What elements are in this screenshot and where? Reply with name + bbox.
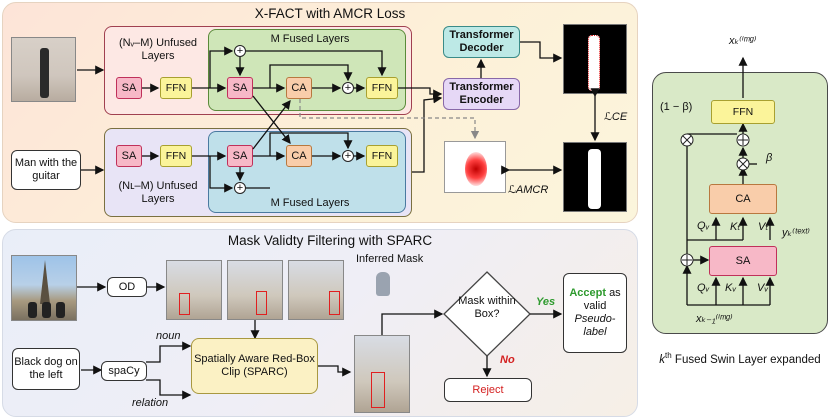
dog-1 [28, 302, 37, 318]
input-image-man [11, 37, 76, 102]
candidate-image-2 [227, 260, 283, 320]
text-unfused-label: (Nʟ–M) Unfused Layers [118, 180, 198, 205]
text-fused-group [208, 131, 406, 213]
person-silhouette [40, 48, 49, 98]
swin-ca: CA [709, 184, 777, 214]
caption-th: th [665, 351, 672, 360]
kv-label: Kᵥ [725, 282, 737, 294]
sparc-box: Spatially Aware Red-Box Clip (SPARC) [191, 338, 318, 394]
candidate-box-1 [179, 293, 190, 315]
vv-label: Vᵥ [757, 282, 769, 294]
heatmap-blob [465, 152, 487, 186]
loss-amcr-label: ℒAMCR [508, 184, 549, 196]
text-unfused-sa: SA [116, 145, 142, 167]
kt-label: Kₜ [730, 221, 741, 233]
spacy-box: spaCy [101, 361, 147, 381]
caption-rest: Fused Swin Layer expanded [671, 353, 821, 366]
text-fused-ca: CA [286, 145, 312, 167]
predicted-mask [563, 24, 627, 94]
dog-2 [42, 302, 51, 318]
vision-residual-add-2: + [342, 82, 354, 94]
vision-unfused-ffn: FFN [160, 77, 192, 99]
vision-fused-ca: CA [286, 77, 312, 99]
text-fused-sa: SA [227, 145, 253, 167]
vision-unfused-label: (Nᵥ–M) Unfused Layers [118, 37, 198, 62]
vision-unfused-sa: SA [116, 77, 142, 99]
text-unfused-ffn: FFN [160, 145, 192, 167]
one-minus-beta-label: (1 − β) [660, 101, 693, 113]
relation-label: relation [132, 397, 169, 409]
vision-fused-sa: SA [227, 77, 253, 99]
candidate-box-2 [256, 291, 267, 315]
output-x-label: xₖ⁽ⁱᵐᵍ⁾ [729, 35, 757, 47]
loss-ce-label: ℒCE [604, 111, 628, 123]
ground-truth-mask-shape [588, 149, 601, 209]
dog-3 [56, 302, 65, 318]
no-label: No [500, 354, 515, 366]
inferred-mask-label: Inferred Mask [356, 253, 424, 265]
reject-box: Reject [444, 378, 532, 402]
candidate-image-1 [166, 260, 222, 320]
text-residual-add-1: + [342, 150, 354, 162]
text-input-dog: Black dog on the left [12, 348, 80, 390]
yes-label: Yes [536, 296, 556, 308]
text-fused-label: M Fused Layers [270, 197, 350, 209]
qv-label-bottom: Qᵥ [697, 282, 710, 294]
vision-fused-ffn: FFN [366, 77, 398, 99]
xfact-title: X-FACT with AMCR Loss [254, 6, 406, 21]
decision-text: Mask within Box? [458, 295, 516, 320]
text-residual-add-2: + [234, 182, 246, 194]
candidate-box-3 [329, 291, 340, 315]
accept-word: Accept [569, 287, 606, 299]
caption-k: k [659, 353, 666, 366]
candidate-image-3 [288, 260, 344, 320]
accept-rest: as valid [583, 287, 621, 312]
qv-label-top: Qᵥ [697, 220, 710, 232]
accept-line: Accept as valid [564, 287, 626, 313]
noun-label: noun [156, 330, 181, 342]
swin-caption: kth Fused Swin Layer expanded [652, 348, 828, 368]
heatmap-image [444, 141, 506, 193]
ground-truth-mask [563, 142, 627, 212]
inferred-mask-shape [376, 272, 390, 296]
swin-sa: SA [709, 246, 777, 276]
vt-label: Vₜ [758, 221, 769, 233]
vision-residual-add-1: + [234, 45, 246, 57]
transformer-decoder: Transformer Decoder [443, 26, 520, 58]
text-fused-ffn: FFN [366, 145, 398, 167]
transformer-encoder: Transformer Encoder [443, 78, 520, 110]
yk-text-label: yₖ⁽ᵗᵉˣᵗ⁾ [782, 227, 810, 239]
swin-ffn: FFN [711, 100, 775, 124]
vision-fused-label: M Fused Layers [270, 33, 350, 45]
input-image-dogs [11, 255, 77, 321]
text-input-guitar: Man with the guitar [11, 150, 81, 190]
input-x-label: xₖ₋₁⁽ⁱᵐᵍ⁾ [696, 313, 733, 325]
sparc-title: Mask Validty Filtering with SPARC [227, 233, 433, 248]
beta-label: β [766, 152, 773, 164]
od-box: OD [107, 277, 147, 297]
accept-box: Accept as valid Pseudo-label [563, 273, 627, 353]
tower-silhouette [40, 260, 50, 304]
selected-box [371, 372, 385, 408]
selected-image [354, 335, 410, 413]
pseudo-label-text: Pseudo-label [574, 313, 616, 338]
